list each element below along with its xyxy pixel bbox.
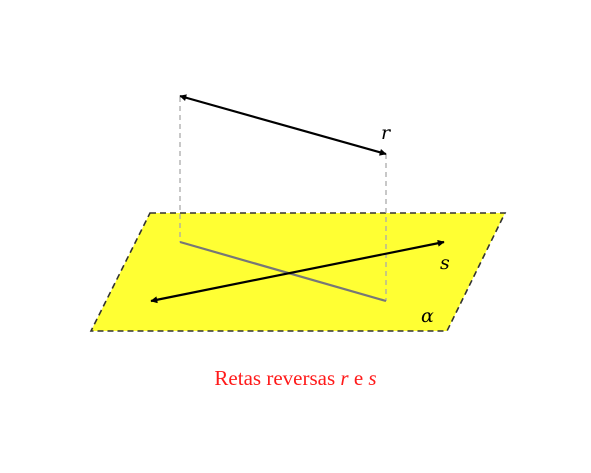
caption-r: r — [340, 366, 349, 390]
line-r — [179, 94, 387, 156]
caption-conj: e — [353, 366, 364, 390]
line-s — [150, 239, 445, 304]
caption-s: s — [368, 366, 377, 390]
line-r-label: r — [381, 122, 392, 144]
line-s-label: s — [440, 252, 450, 274]
plane-alpha-label: α — [421, 305, 434, 327]
caption-prefix: Retas reversas — [214, 366, 336, 390]
caption: Retas reversas r e s — [0, 366, 591, 391]
